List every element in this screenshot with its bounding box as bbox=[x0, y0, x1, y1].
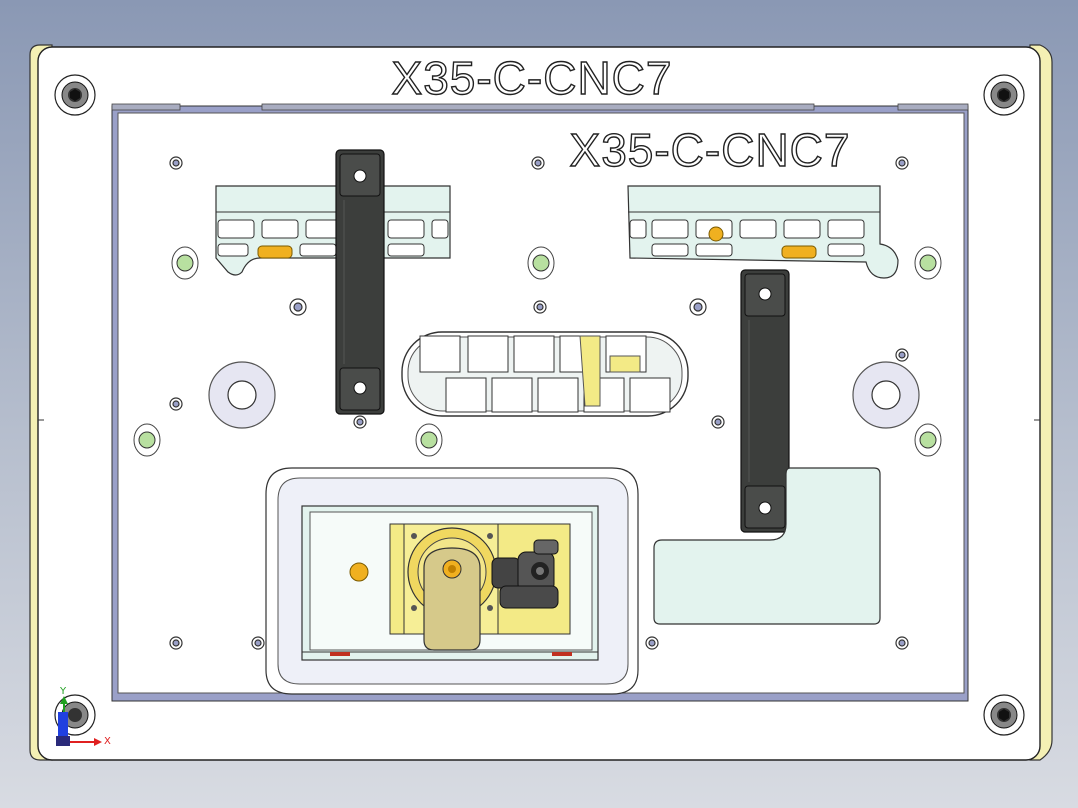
socket-cap-screw-icon bbox=[54, 74, 96, 116]
locating-pin-icon bbox=[133, 423, 161, 457]
axis-x-label: X bbox=[104, 736, 111, 747]
left-clamp-handle[interactable] bbox=[335, 149, 385, 415]
locating-bushing-right bbox=[852, 361, 920, 429]
top-left-nest-pocket bbox=[215, 185, 451, 276]
locating-pin-icon bbox=[171, 246, 199, 280]
pneumatic-elbow-fitting-icon bbox=[491, 539, 559, 609]
center-window-cutout bbox=[401, 331, 689, 417]
locating-pin-icon bbox=[527, 246, 555, 280]
inner-engraved-label: X35-C-CNC7 bbox=[570, 124, 851, 176]
locating-bushing-left bbox=[208, 361, 276, 429]
socket-cap-screw-icon bbox=[983, 694, 1025, 736]
mounting-holes bbox=[169, 156, 909, 650]
locating-pin-icon bbox=[914, 246, 942, 280]
right-clamp-handle[interactable] bbox=[740, 269, 790, 533]
xyz-axis-triad-icon[interactable]: Y X bbox=[56, 686, 111, 747]
locating-pin-icon bbox=[415, 423, 443, 457]
outer-engraved-label: X35-C-CNC7 bbox=[392, 52, 673, 104]
axis-y-label: Y bbox=[59, 686, 67, 697]
top-right-nest-pocket bbox=[627, 185, 899, 279]
locating-pin-icon bbox=[914, 423, 942, 457]
socket-cap-screw-icon bbox=[983, 74, 1025, 116]
dowel-pin bbox=[349, 562, 369, 582]
actuator-housing bbox=[265, 467, 639, 695]
lower-right-nest-pocket bbox=[653, 467, 881, 625]
